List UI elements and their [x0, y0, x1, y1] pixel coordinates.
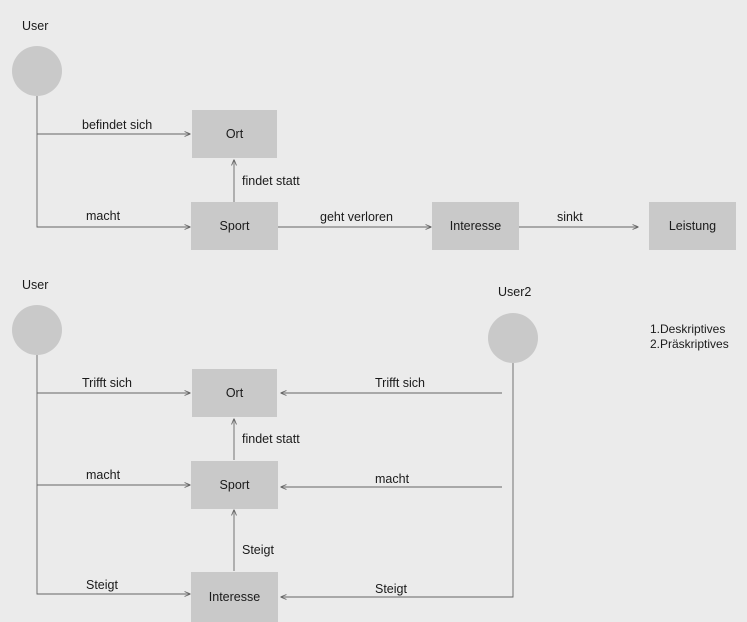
- edge-label-macht-right: macht: [375, 472, 410, 486]
- node-ort-2[interactable]: Ort: [192, 369, 277, 417]
- node-sport[interactable]: Sport: [191, 202, 278, 250]
- node-interesse[interactable]: Interesse: [432, 202, 519, 250]
- node-interesse-2[interactable]: Interesse: [191, 572, 278, 622]
- edge-label-macht-left: macht: [86, 468, 121, 482]
- edge-label-steigt-vertical: Steigt: [242, 543, 274, 557]
- edge-label-findet-statt: findet statt: [242, 174, 300, 188]
- edge-label-macht: macht: [86, 209, 121, 223]
- edge-label-steigt-right: Steigt: [375, 582, 407, 596]
- edge-user-macht-sport: [36, 134, 190, 227]
- note-item: 2.Präskriptives: [650, 337, 729, 351]
- edge-label-steigt-left: Steigt: [86, 578, 118, 592]
- node-sport-2[interactable]: Sport: [191, 461, 278, 509]
- user-avatar: [12, 46, 62, 96]
- edge-label-trifft-sich-right: Trifft sich: [375, 376, 426, 390]
- edge-label-trifft-sich-left: Trifft sich: [82, 376, 133, 390]
- user-label: User: [22, 19, 49, 33]
- edge-label-geht-verloren: geht verloren: [320, 210, 393, 224]
- edge-user2-steigt-interesse: [281, 362, 514, 597]
- node-ort[interactable]: Ort: [192, 110, 277, 158]
- node-leistung[interactable]: Leistung: [649, 202, 736, 250]
- user2-avatar: [488, 313, 538, 363]
- edge-user-steigt-interesse: [36, 485, 190, 594]
- user-label-2: User: [22, 278, 49, 292]
- edge-label-sinkt: sinkt: [557, 210, 583, 224]
- notes-list: 1.Deskriptives 2.Präskriptives: [650, 322, 729, 352]
- user2-label: User2: [498, 285, 532, 299]
- edge-label-findet-statt-2: findet statt: [242, 432, 300, 446]
- user-avatar-2: [12, 305, 62, 355]
- edge-label-befindet-sich: befindet sich: [82, 118, 153, 132]
- note-item: 1.Deskriptives: [650, 322, 726, 336]
